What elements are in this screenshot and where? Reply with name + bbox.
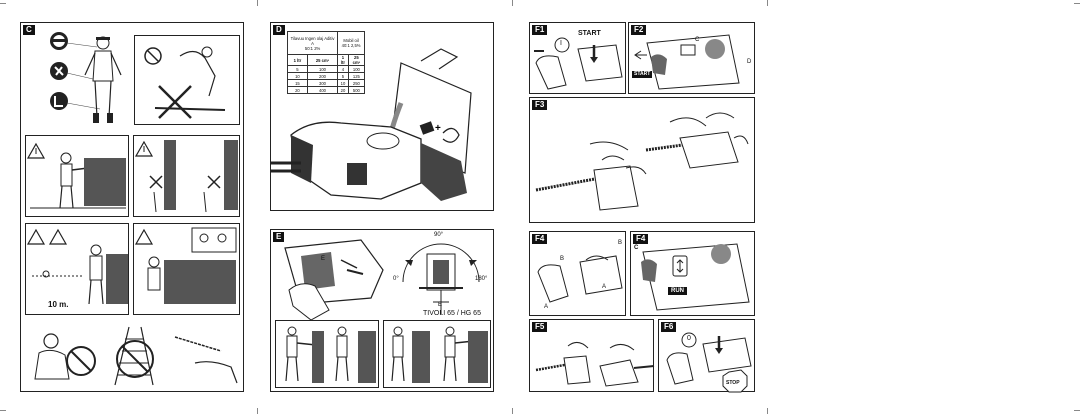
section-label: E [273,232,285,242]
table-cell: 500 [347,86,366,94]
label-d: D [747,59,752,65]
bystander-panel [133,223,240,315]
crop-mark [0,3,6,4]
mix-pct-left: 2% [314,45,321,51]
rotation-diagram: 90° 0° 180° E [389,232,493,324]
section-label: F5 [532,322,548,332]
start-label: START [632,71,653,78]
section-f3: F3 [529,97,755,223]
mix-pct-right: 2,5% [350,43,361,48]
section-f5: F5 [529,319,655,392]
label-e: E [438,302,443,308]
distance-panel: 10 m. [25,223,129,315]
section-label: F3 [532,100,548,110]
mix-ratio-right: 40:1 [341,43,350,48]
crop-mark [1074,410,1080,411]
label-b: B [618,240,623,246]
crop-mark [512,0,513,6]
section-label: F4 [532,234,548,244]
model-label: TIVOLI 65 / HG 65 [423,310,481,317]
ppe-illustration [45,29,145,129]
warning-hedge-panel [25,135,129,217]
crop-mark [257,0,258,6]
cutting-posture-panel-2 [383,320,491,388]
handle-adjust-illustration: E [271,230,387,322]
crop-mark [257,408,258,414]
angle-0: 0° [393,276,399,282]
mix-header-left: Tilavuu Ingen olaj Aditiv A [290,35,335,46]
section-label: F4 [633,234,649,244]
section-label: F2 [631,25,647,35]
run-label: RUN [668,287,687,295]
stop-label: STOP [726,380,740,386]
table-cell: 400 [306,86,339,94]
section-label: C [23,25,35,35]
section-label: F1 [532,25,548,35]
label-b: B [560,256,565,262]
crop-mark [1074,3,1080,4]
section-f2: F2 START C D [628,22,755,94]
section-label: F6 [661,322,677,332]
crop-mark [0,410,6,411]
start-label: START [578,30,601,37]
section-f4-left: F4 B B A A [529,231,626,316]
label-c: C [695,37,700,43]
no-ladder-illustration [25,323,241,389]
mix-header-right: Mobil oil [343,38,359,43]
label-a: A [544,304,549,310]
on-symbol: I [560,40,562,47]
angle-180: 180° [475,276,488,282]
crop-mark [767,408,768,414]
distance-label: 10 m. [48,300,69,309]
section-c: C [20,22,244,392]
mix-ratio-left: 50:1 [304,45,314,51]
section-e: E E 90° 0° 180° E TIVOLI 65 / HG 65 [270,229,494,392]
no-smoking-panel [134,35,240,125]
crop-mark [767,0,768,6]
crop-mark [512,408,513,414]
cutting-posture-panel-1 [275,320,379,388]
off-symbol: 0 [687,335,691,342]
section-f4-right: F4 C RUN [630,231,755,316]
hedge-trimmer-refuel-illustration: + [271,23,495,212]
label-c: C [634,245,639,251]
label-a: A [602,284,607,290]
section-f6: F6 0 STOP [658,319,755,393]
label-e: E [321,256,326,262]
section-f1: F1 START I [529,22,626,94]
section-label: D [273,25,285,35]
angle-90: 90° [434,232,444,238]
svg-text:+: + [435,123,441,134]
no-reach-panel [133,135,240,217]
